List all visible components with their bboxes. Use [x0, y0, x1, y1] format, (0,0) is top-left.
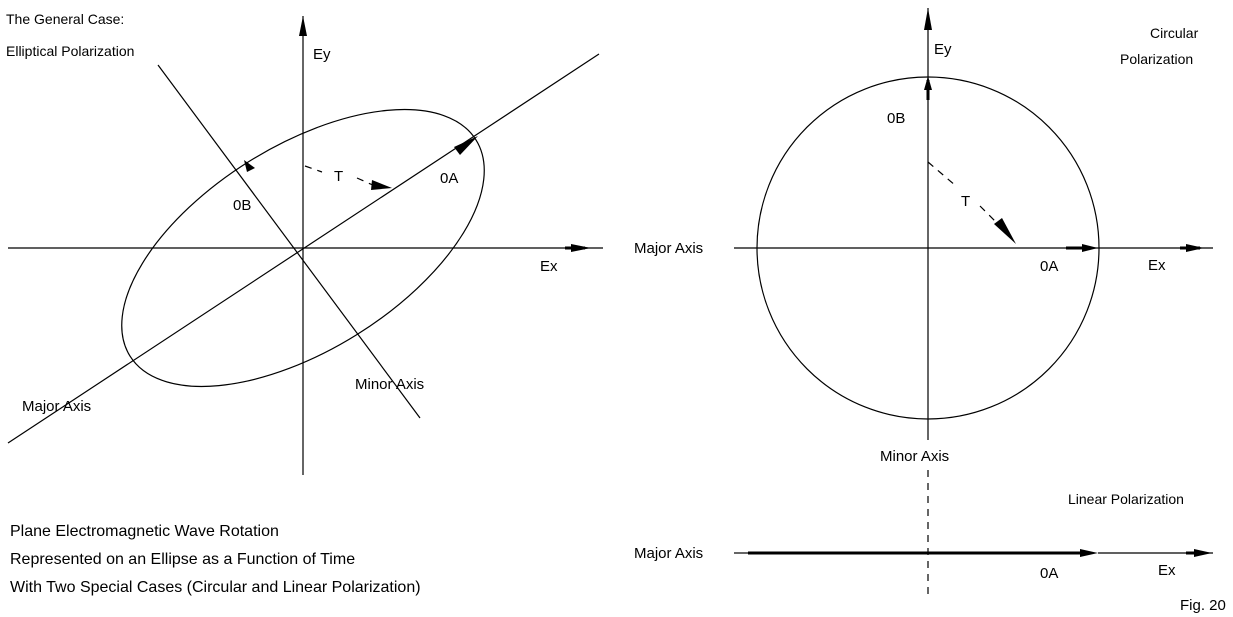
linear-oa-label: 0A	[1040, 565, 1058, 582]
circular-ob-label: 0B	[887, 110, 905, 127]
elliptical-t-arrowhead	[371, 180, 392, 190]
linear-title: Linear Polarization	[1068, 491, 1184, 507]
caption-line3: With Two Special Cases (Circular and Lin…	[10, 579, 421, 596]
linear-diagram: Linear Polarization Major Axis 0A Ex	[634, 470, 1213, 600]
elliptical-ob-arrowhead	[244, 160, 255, 172]
circular-oa-arrowhead	[1082, 244, 1098, 252]
elliptical-ey-label: Ey	[313, 46, 331, 63]
circular-t-label: T	[961, 193, 970, 210]
circular-t-arrowhead	[994, 218, 1016, 244]
elliptical-major-axis-label: Major Axis	[22, 398, 91, 415]
caption-line1: Plane Electromagnetic Wave Rotation	[10, 523, 279, 540]
elliptical-title-line2: Elliptical Polarization	[6, 43, 134, 59]
elliptical-major-axis-line	[7, 53, 600, 444]
linear-major-axis-label: Major Axis	[634, 545, 703, 562]
elliptical-t-label: T	[334, 168, 343, 185]
elliptical-title-line1: The General Case:	[6, 11, 124, 27]
linear-ex-arrowhead	[1194, 549, 1212, 557]
circular-title-line1: Circular	[1150, 25, 1199, 41]
polarization-ellipse	[121, 108, 485, 388]
circular-ob-arrowhead	[924, 76, 932, 90]
elliptical-oa-label: 0A	[440, 170, 458, 187]
circular-t-arrow-line	[927, 161, 957, 187]
circular-ey-label: Ey	[934, 41, 952, 58]
circular-major-axis-label: Major Axis	[634, 240, 703, 257]
caption-line2: Represented on an Ellipse as a Function …	[10, 551, 355, 568]
circular-t-arrow-line-2	[979, 205, 1001, 227]
elliptical-oa-arrowhead	[454, 136, 478, 155]
elliptical-minor-axis-label: Minor Axis	[355, 376, 424, 393]
circular-ey-arrowhead	[924, 8, 932, 30]
elliptical-t-arrow-line	[304, 165, 323, 173]
elliptical-minor-axis-line	[157, 64, 421, 419]
circular-oa-label: 0A	[1040, 258, 1058, 275]
figure-number: Fig. 20	[1180, 597, 1226, 614]
circular-title-line2: Polarization	[1120, 51, 1193, 67]
elliptical-ex-label: Ex	[540, 258, 558, 275]
caption: Plane Electromagnetic Wave Rotation Repr…	[10, 523, 421, 596]
linear-oa-arrowhead	[1080, 549, 1098, 557]
elliptical-diagram: The General Case: Elliptical Polarizatio…	[6, 11, 603, 475]
linear-ex-label: Ex	[1158, 562, 1176, 579]
elliptical-ob-label: 0B	[233, 197, 251, 214]
circular-ex-label: Ex	[1148, 257, 1166, 274]
elliptical-ey-arrowhead	[299, 16, 307, 36]
circular-minor-axis-label: Minor Axis	[880, 448, 949, 465]
circular-diagram: Circular Polarization Ey Ex 0B 0A T Majo…	[634, 8, 1213, 465]
